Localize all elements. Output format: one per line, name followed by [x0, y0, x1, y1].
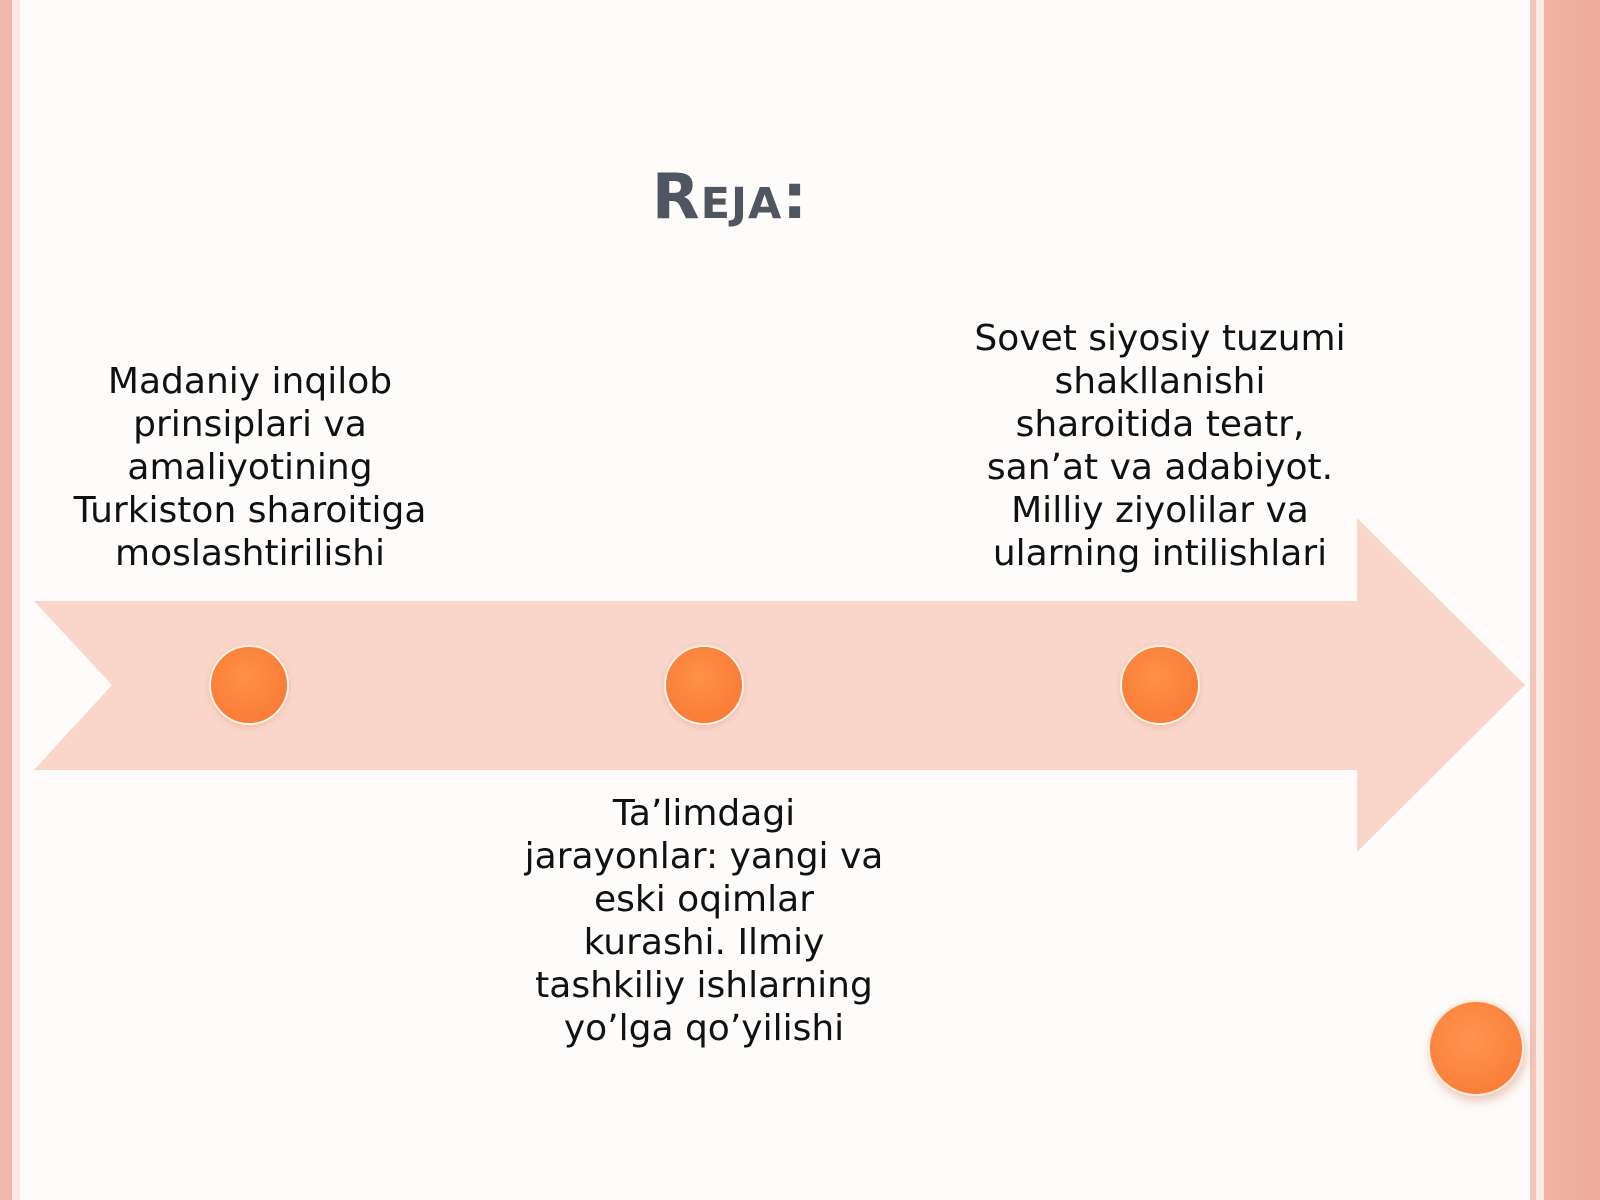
- timeline-dot-3: [1120, 645, 1200, 725]
- decorative-dot: [1428, 1000, 1524, 1096]
- left-border-stripe: [0, 0, 12, 1200]
- right-border-thick-stripe: [1544, 0, 1600, 1200]
- timeline-dot-1: [209, 645, 289, 725]
- right-border-gap: [1536, 0, 1544, 1200]
- timeline-arrow-shape: [34, 518, 1525, 852]
- slide-title: Reja:: [651, 160, 809, 233]
- left-border-inner-stripe: [12, 0, 20, 1200]
- timeline-item-2-text: Ta’limdagi jarayonlar: yangi va eski oqi…: [524, 793, 884, 1049]
- timeline-item-1-text: Madaniy inqilob prinsiplari va amaliyoti…: [73, 361, 427, 574]
- timeline-dot-2: [664, 645, 744, 725]
- timeline-item-3-text: Sovet siyosiy tuzumi shakllanishi sharoi…: [974, 318, 1346, 574]
- right-border-thin-stripe: [1530, 0, 1536, 1200]
